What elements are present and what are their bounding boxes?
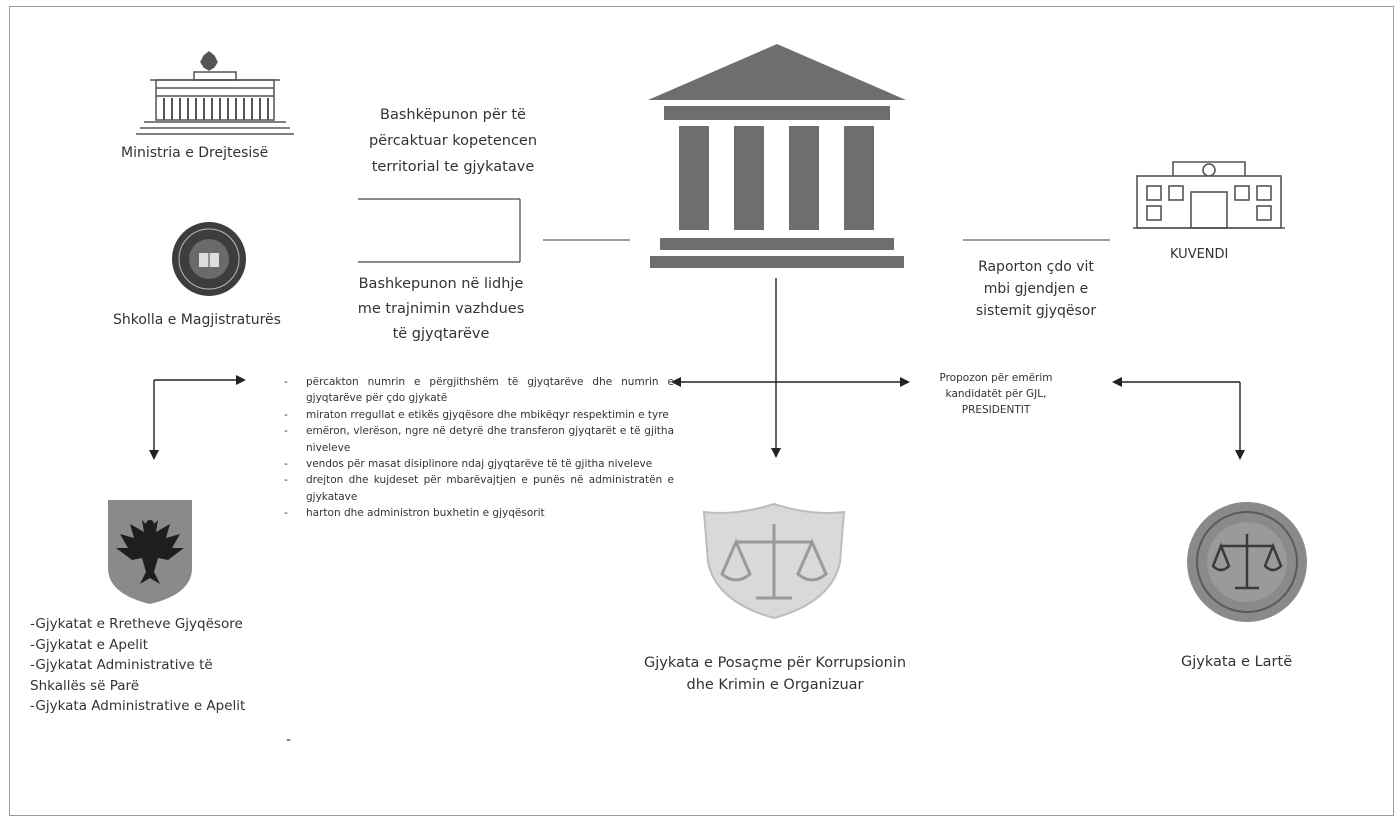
lower-court-line-2: -Gjykatat e Apelit	[30, 636, 149, 653]
parliament-relation-line-3: sistemit gjyqësor	[975, 303, 1097, 319]
president-relation-line-2: kandidatët për GJL,	[945, 388, 1047, 400]
school-relation-line-2: me trajnimin vazhdues	[357, 301, 525, 317]
president-relation-line-1: Propozon për emërim	[939, 372, 1053, 384]
parliament-relation-line-2: mbi gjendjen e	[983, 281, 1089, 297]
high-court-seal-icon	[1187, 502, 1307, 622]
parliament-relation-line-1: Raporton çdo vit	[978, 259, 1094, 275]
ministry-relation-line-2: përcaktuar kopetencen	[368, 133, 538, 149]
function-item: drejton dhe kujdeset për mbarëvajtjen e …	[282, 472, 674, 505]
function-item: përcakton numrin e përgjithshëm të gjyqt…	[282, 374, 674, 407]
parliament-building-icon	[1133, 161, 1285, 229]
ministry-building-icon	[136, 51, 294, 135]
school-relation-line-1: Bashkepunon në lidhje	[358, 276, 524, 292]
function-item: emëron, vlerëson, ngre në detyrë dhe tra…	[282, 423, 674, 456]
parliament-relation: Raporton çdo vit mbi gjendjen e sistemit…	[952, 256, 1120, 322]
function-item: miraton rregullat e etikës gjyqësore dhe…	[282, 407, 674, 424]
lower-court-line-1: -Gjykatat e Rretheve Gjyqësore	[30, 616, 243, 632]
school-relation-line-3: të gjyqtarëve	[392, 326, 490, 342]
ministry-label: Ministria e Drejtesisë	[121, 145, 269, 161]
special-court-shield-icon	[702, 502, 846, 620]
special-court-line-2: dhe Krimin e Organizuar	[686, 677, 864, 693]
lower-court-line-5: -Gjykata Administrative e Apelit	[30, 698, 246, 714]
lower-court-line-4: Shkallës së Parë	[30, 677, 140, 694]
trailing-dash: -	[286, 732, 292, 748]
school-relation: Bashkepunon në lidhje me trajnimin vazhd…	[336, 272, 546, 347]
lower-courts-list: -Gjykatat e Rretheve Gjyqësore -Gjykatat…	[30, 614, 245, 717]
courthouse-columns-icon	[648, 44, 906, 268]
high-court-label: Gjykata e Lartë	[1181, 654, 1293, 670]
president-relation-line-3: PRESIDENTIT	[961, 404, 1031, 416]
president-relation: Propozon për emërim kandidatët për GJL, …	[921, 370, 1071, 418]
function-item: vendos për masat disiplinore ndaj gjyqta…	[282, 456, 674, 473]
albanian-eagle-emblem-icon	[108, 500, 192, 604]
school-label: Shkolla e Magjistraturës	[113, 312, 281, 328]
ministry-relation-line-3: territorial te gjykatave	[371, 159, 535, 175]
parliament-label: KUVENDI	[1170, 247, 1229, 262]
lower-court-line-3: -Gjykatat Administrative të	[30, 657, 213, 673]
ministry-relation: Bashkëpunon për të përcaktuar kopetencen…	[353, 102, 553, 180]
special-court-label: Gjykata e Posaçme për Korrupsionin dhe K…	[600, 652, 950, 696]
special-court-line-1: Gjykata e Posaçme për Korrupsionin	[643, 655, 907, 671]
council-functions-list: përcakton numrin e përgjithshëm të gjyqt…	[282, 374, 674, 522]
ministry-relation-line-1: Bashkëpunon për të	[380, 107, 526, 123]
school-seal-icon	[172, 222, 246, 296]
function-item: harton dhe administron buxhetin e gjyqës…	[282, 505, 674, 522]
